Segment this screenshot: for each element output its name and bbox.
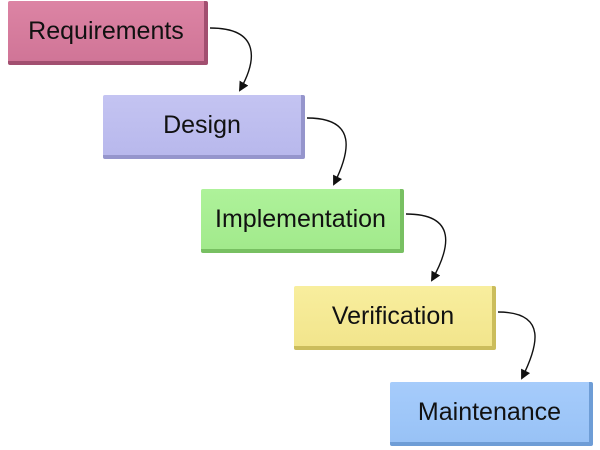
stage-label-design: Design: [163, 110, 241, 139]
stage-label-verification: Verification: [331, 301, 455, 330]
stage-verification: Verification: [294, 286, 496, 350]
stage-maintenance: Maintenance: [390, 382, 593, 446]
stage-requirements: Requirements: [8, 1, 208, 65]
arrow-design-to-implementation: [306, 117, 347, 186]
arrow-implementation-to-verification: [405, 213, 447, 282]
stage-label-requirements: Requirements: [28, 16, 184, 45]
stage-label-implementation: Implementation: [215, 204, 386, 233]
stage-implementation: Implementation: [201, 189, 404, 253]
stage-label-maintenance: Maintenance: [417, 397, 562, 426]
arrow-requirements-to-design: [209, 27, 252, 92]
arrow-verification-to-maintenance: [497, 311, 536, 380]
stage-design: Design: [103, 95, 305, 159]
